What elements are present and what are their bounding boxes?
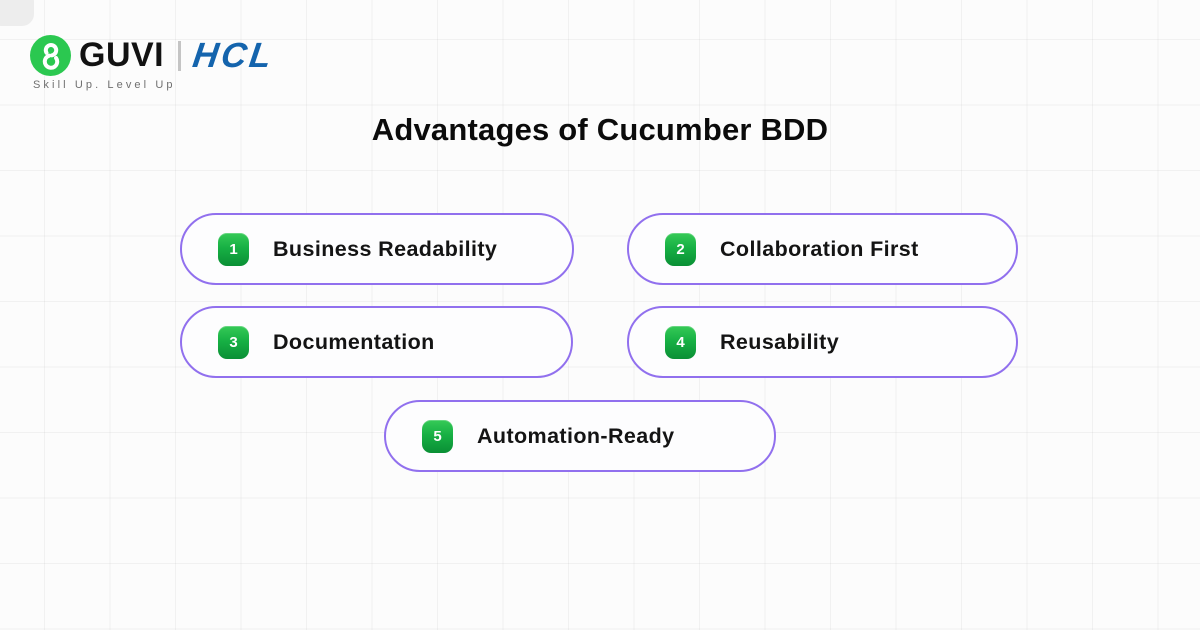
guvi-g-glyph (42, 42, 59, 70)
number-badge: 1 (218, 232, 249, 266)
card-label: Documentation (273, 329, 435, 354)
card-business-readability: 1 Business Readability (180, 213, 574, 285)
number-badge: 3 (218, 325, 249, 359)
guvi-logo-icon (30, 35, 71, 76)
number-badge: 2 (665, 232, 696, 266)
card-collaboration-first: 2 Collaboration First (627, 213, 1018, 285)
card-label: Reusability (720, 329, 840, 354)
guvi-wordmark: GUVI (79, 36, 165, 74)
number-badge: 4 (665, 325, 696, 359)
card-label: Business Readability (273, 236, 498, 261)
hcl-wordmark: HCL (190, 35, 277, 75)
card-documentation: 3 Documentation (180, 306, 573, 378)
brand-divider (178, 40, 182, 71)
corner-decoration (0, 0, 34, 26)
card-label: Collaboration First (720, 236, 919, 261)
number-badge: 5 (422, 419, 453, 453)
card-reusability: 4 Reusability (627, 306, 1018, 378)
page-title: Advantages of Cucumber BDD (371, 112, 829, 147)
card-automation-ready: 5 Automation-Ready (384, 400, 776, 472)
card-label: Automation-Ready (477, 423, 675, 448)
guvi-tagline: Skill Up. Level Up (33, 79, 176, 91)
brand-header: GUVI HCL (30, 35, 277, 76)
